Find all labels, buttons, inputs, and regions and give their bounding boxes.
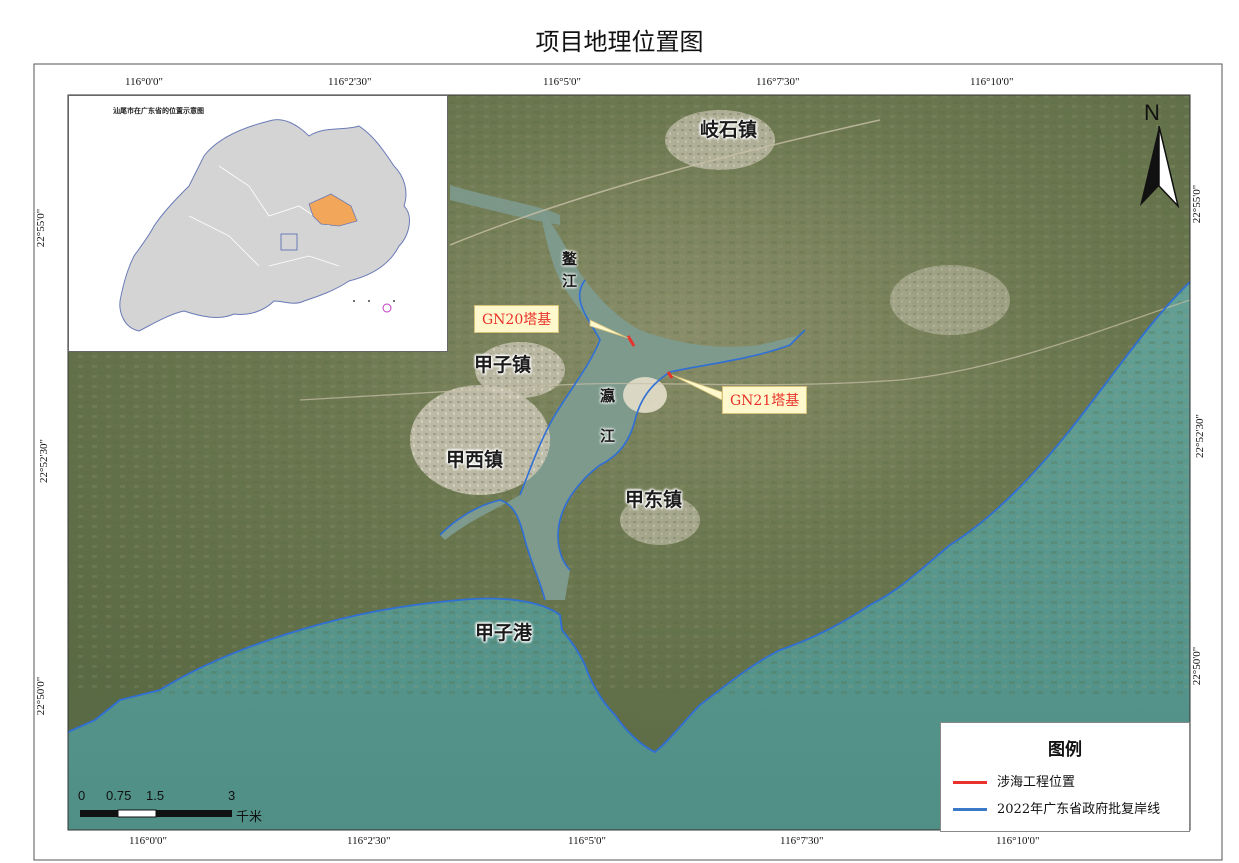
scale-label-0: 0 (78, 788, 86, 803)
legend-item-project: 涉海工程位置 (953, 771, 1075, 790)
project-marker-gn20 (626, 335, 636, 347)
place-qishi: 岐石镇 (700, 119, 758, 141)
callout-gn20: GN20塔基 (474, 305, 560, 333)
coastline-estuary-east (557, 329, 806, 571)
river-aojiang-1: 鳌 (562, 250, 578, 268)
coord-bottom-5: 116°10'0" (996, 835, 1040, 847)
scale-unit: 千米 (236, 809, 263, 824)
inset-shanwei-highlight (308, 193, 358, 227)
coord-bottom-1: 116°0'0" (129, 835, 167, 847)
inset-province-shape (119, 119, 410, 332)
coord-right-3: 22°50'0" (1191, 646, 1204, 686)
town-jiadong (620, 495, 700, 545)
legend-item-coastline: 2022年广东省政府批复岸线 (953, 798, 1160, 817)
legend-title: 图例 (1048, 740, 1082, 760)
north-arrow-icon (1140, 126, 1180, 209)
map-title: 项目地理位置图 (535, 28, 704, 56)
scale-bar-graphic (80, 809, 232, 818)
scale-label-0-75: 0.75 (106, 788, 132, 803)
coord-left-2: 22°52'30" (37, 439, 50, 483)
town-east (890, 265, 1010, 335)
coastline (68, 281, 1190, 754)
callout-gn21: GN21塔基 (722, 386, 808, 414)
town-jiaxi (410, 385, 550, 495)
river-yingjiang-2: 江 (600, 427, 616, 445)
road (299, 299, 1190, 401)
town-jiazi (475, 342, 565, 398)
coord-top-4: 116°7'30" (756, 76, 800, 88)
legend-swatch-blue (953, 808, 987, 811)
coord-right-1: 22°55'0" (1191, 184, 1204, 224)
estuary-water (440, 210, 800, 600)
outer-frame (33, 63, 1223, 861)
coord-top-5: 116°10'0" (970, 76, 1014, 88)
coord-right-2: 22°52'30" (1193, 414, 1206, 458)
legend-swatch-red (953, 781, 987, 784)
upper-river (450, 185, 560, 225)
map-frame (67, 94, 1191, 831)
coord-bottom-4: 116°7'30" (780, 835, 824, 847)
north-label: N (1144, 100, 1160, 125)
inset-map: 汕尾市在广东省的位置示意图 (68, 95, 448, 352)
river-yingjiang-1: 瀛 (600, 387, 616, 405)
callout-leader-gn20 (589, 319, 629, 339)
inset-title: 汕尾市在广东省的位置示意图 (113, 106, 204, 115)
coord-bottom-2: 116°2'30" (347, 835, 391, 847)
scale-label-1-5: 1.5 (146, 788, 165, 803)
coord-top-2: 116°2'30" (328, 76, 372, 88)
scale-label-3: 3 (228, 788, 236, 803)
coord-left-3: 22°50'0" (35, 676, 48, 716)
place-jiazigang: 甲子港 (475, 622, 533, 644)
coastline-estuary-west (439, 279, 601, 601)
road (449, 119, 881, 246)
town-qishi (665, 110, 775, 170)
project-marker-gn21 (666, 371, 674, 379)
coord-left-1: 22°55'0" (35, 208, 48, 248)
coord-top-3: 116°5'0" (543, 76, 581, 88)
place-jiadong: 甲东镇 (625, 489, 683, 511)
coord-top-1: 116°0'0" (125, 76, 163, 88)
legend: 图例 涉海工程位置 2022年广东省政府批复岸线 (940, 722, 1190, 832)
place-jiaxi: 甲西镇 (446, 449, 504, 471)
coord-bottom-3: 116°5'0" (568, 835, 606, 847)
place-jiazi: 甲子镇 (474, 354, 532, 376)
river-aojiang-2: 江 (562, 272, 578, 290)
